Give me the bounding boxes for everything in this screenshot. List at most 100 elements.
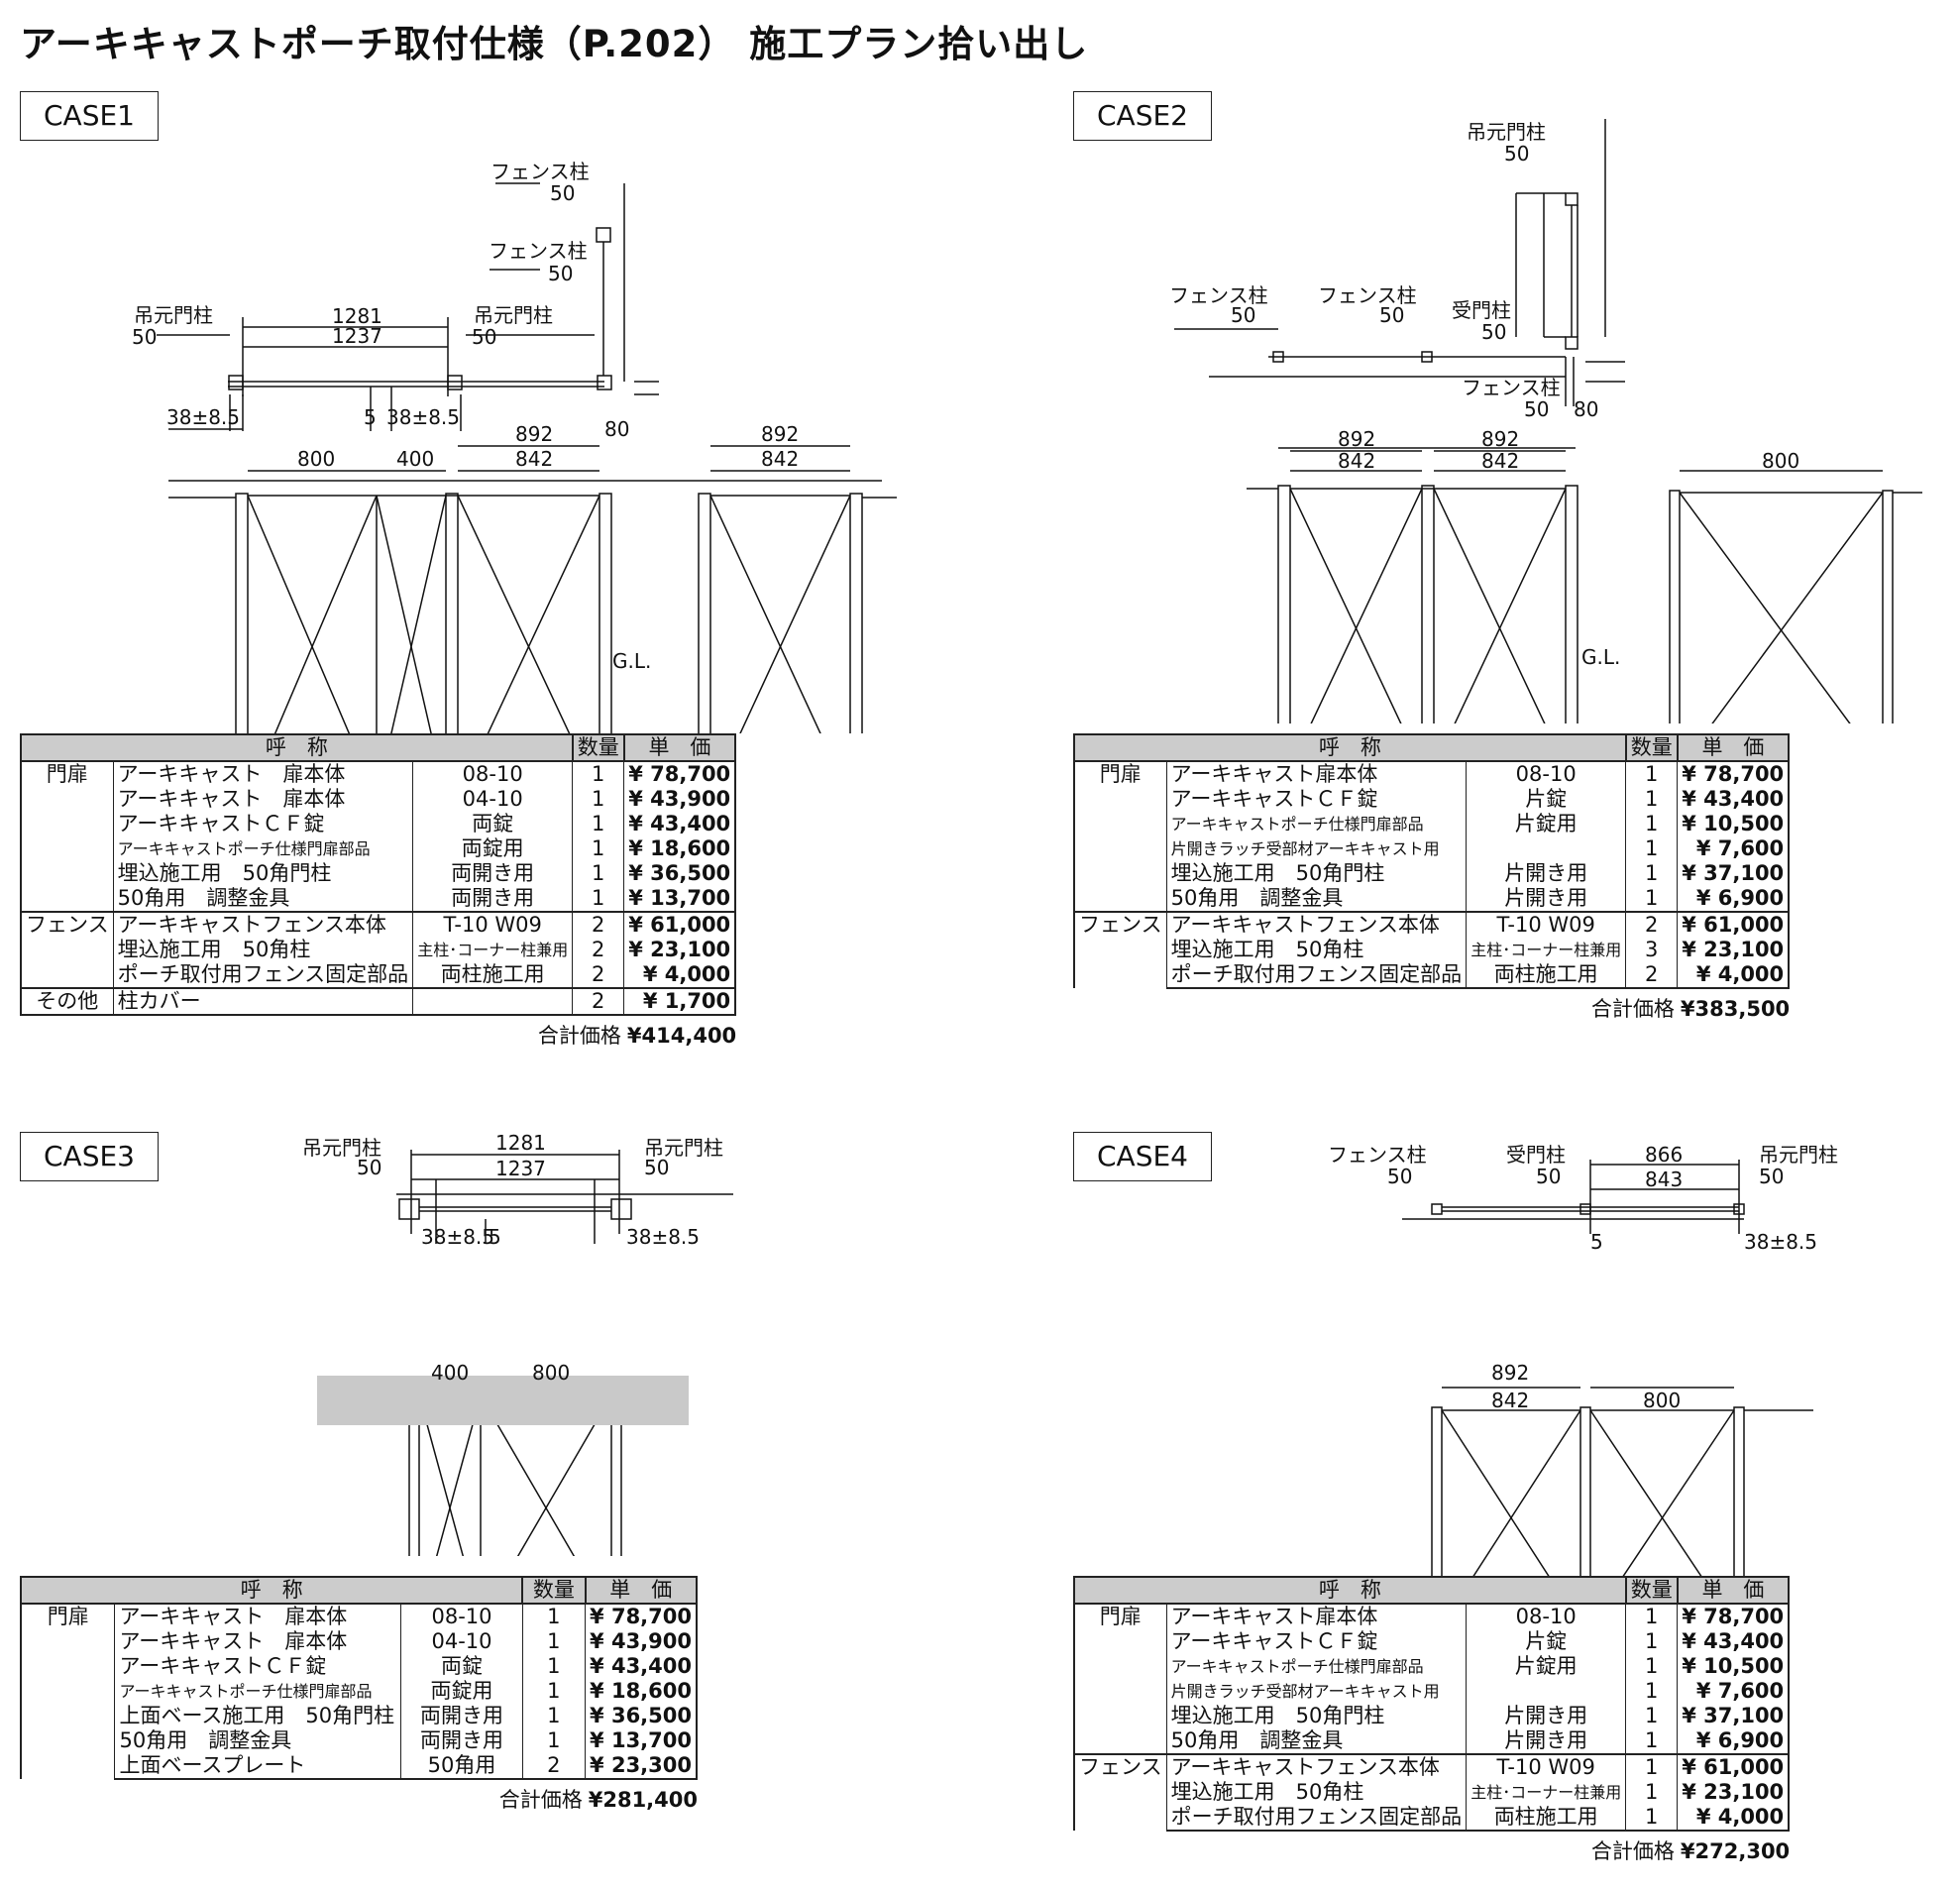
dim-5: 5 [1590,1230,1603,1254]
total-price-case2: 合計価格¥383,500 [1532,993,1790,1023]
row-price: ¥ 13,700 [623,886,737,912]
row-price: ¥ 43,400 [623,812,737,836]
dim-5: 5 [489,1225,501,1249]
dim-892: 892 [1491,1361,1529,1385]
row-spec: 片錠用 [1466,812,1627,836]
row-name: アーキキャストＣＦ錠 [1165,787,1468,812]
row-spec: T-10 W09 [1466,911,1627,938]
row-price: ¥ 78,700 [585,1603,699,1629]
dim-38: 38±8.5 [1744,1230,1817,1254]
row-name: 片開きラッチ受部材アーキキャスト用 [1165,836,1468,861]
row-qty: 1 [572,861,625,886]
total-value: ¥281,400 [588,1788,698,1812]
total-label: 合計価格 [1590,997,1675,1021]
row-spec: 片開き用 [1466,1704,1627,1728]
row-spec: 両開き用 [400,1704,523,1728]
label-fence-post: フェンス柱 [489,239,588,263]
row-price: ¥ 37,100 [1677,861,1791,886]
header-price: 単 価 [1676,733,1791,762]
label-size: 50 [1536,1165,1561,1188]
label-hinge-post: 吊元門柱 [644,1136,723,1160]
row-name: ポーチ取付用フェンス固定部品 [1165,1805,1468,1832]
row-price: ¥ 10,500 [1677,1654,1791,1679]
row-price: ¥ 36,500 [623,861,737,886]
row-qty: 1 [521,1654,587,1679]
row-spec: 08-10 [400,1603,523,1629]
dim-842: 842 [1338,449,1375,473]
row-name: アーキキャストポーチ仕様門扉部品 [112,836,414,861]
case-label-2: CASE2 [1073,91,1212,141]
label-hinge-post: 吊元門柱 [1759,1143,1838,1167]
row-price: ¥ 6,900 [1677,886,1791,912]
dim-38: 38±8.5 [386,405,460,429]
dim-800: 800 [1762,449,1799,473]
row-name: アーキキャスト 扉本体 [114,1603,402,1629]
row-price: ¥ 10,500 [1677,812,1791,836]
dim-38: 38±8.5 [421,1225,494,1249]
row-qty: 1 [1625,836,1679,861]
row-qty: 1 [1625,1805,1679,1832]
dim-80: 80 [604,417,629,441]
row-qty: 1 [521,1704,587,1728]
case1-drawing: フェンス柱 50 フェンス柱 50 吊元門柱 50 吊元門柱 50 1281 1… [132,160,897,733]
row-qty: 2 [1625,911,1679,938]
row-name: 50角用 調整金具 [114,1728,402,1753]
label-size: 50 [550,181,575,205]
dim-5: 5 [364,405,377,429]
row-name: 埋込施工用 50角柱 [1165,1780,1468,1805]
row-price: ¥ 1,700 [623,987,737,1016]
dim-842: 842 [1491,1389,1529,1412]
row-spec: 両柱施工用 [1466,962,1627,989]
row-price: ¥ 43,400 [1677,1629,1791,1654]
row-name: ポーチ取付用フェンス固定部品 [112,962,414,988]
row-price: ¥ 61,000 [1677,911,1791,938]
label-gl: G.L. [612,649,651,673]
row-name: アーキキャストフェンス本体 [112,911,414,938]
label-size: 50 [472,325,496,349]
row-category: 門扉 [19,760,114,912]
row-spec [412,987,574,1016]
row-price: ¥ 23,100 [623,938,737,962]
row-qty: 1 [1625,886,1679,912]
label-strike-post: 受門柱 [1452,298,1511,322]
label-size: 50 [548,262,573,285]
row-qty: 1 [1625,760,1679,787]
row-spec: 両錠 [412,812,574,836]
row-price: ¥ 18,600 [585,1679,699,1704]
row-price: ¥ 7,600 [1677,1679,1791,1704]
label-fence-post: フェンス柱 [1318,283,1417,307]
dim-80: 80 [1574,397,1598,421]
row-name: 埋込施工用 50角柱 [112,938,414,962]
dim-38: 38±8.5 [626,1225,700,1249]
row-spec: 両錠用 [412,836,574,861]
row-price: ¥ 43,400 [1677,787,1791,812]
row-price: ¥ 7,600 [1677,836,1791,861]
row-category: その他 [19,987,114,1016]
case-label-1: CASE1 [20,91,159,141]
row-qty: 1 [572,812,625,836]
row-qty: 1 [521,1603,587,1629]
row-spec: 片錠 [1466,1629,1627,1654]
row-category: フェンス [1072,1753,1167,1831]
label-size: 50 [1231,303,1255,327]
row-spec: 両柱施工用 [1466,1805,1627,1832]
row-qty: 1 [1625,1780,1679,1805]
dim-866: 866 [1645,1143,1683,1167]
row-qty: 1 [1625,1603,1679,1629]
label-size: 50 [1504,142,1529,166]
row-spec: 08-10 [1466,1603,1627,1629]
row-price: ¥ 43,900 [585,1629,699,1654]
dim-842: 842 [515,447,553,471]
total-value: ¥272,300 [1680,1839,1791,1863]
row-spec: 両錠用 [400,1679,523,1704]
dim-892: 892 [761,422,799,446]
